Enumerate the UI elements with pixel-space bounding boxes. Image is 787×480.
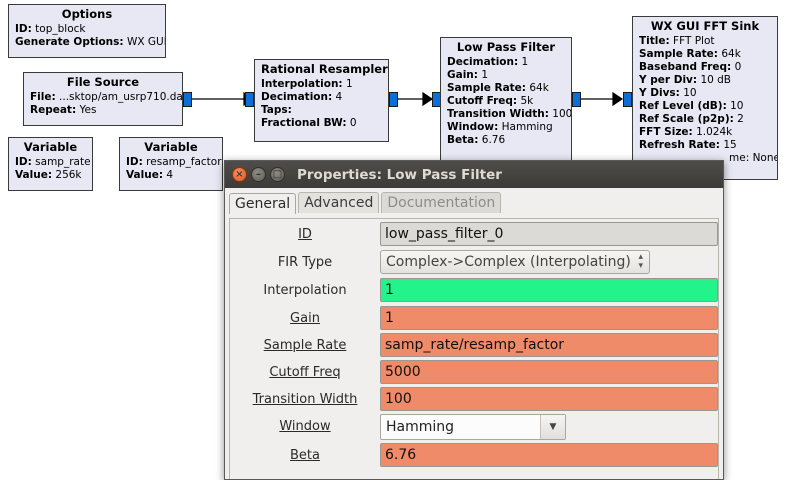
block-param: ID: samp_rate (15, 156, 91, 168)
window-select[interactable]: Hamming ▼ (380, 414, 566, 440)
block-param: Refresh Rate: 15 (639, 139, 737, 151)
block-param: Generate Options: WX GUI (15, 36, 166, 48)
block-param: Decimation: 1 (447, 56, 529, 68)
general-form: ID low_pass_filter_0 FIR Type Complex->C… (229, 218, 719, 479)
field-row-beta: Beta 6.76 (230, 443, 718, 469)
tab-advanced[interactable]: Advanced (298, 192, 380, 213)
tab-bar: General Advanced Documentation (225, 188, 723, 214)
block-param: Ref Scale (p2p): 2 (639, 113, 744, 125)
cutoff-freq-field[interactable]: 5000 (380, 360, 718, 384)
transition-width-field[interactable]: 100 (380, 387, 718, 411)
block-param: Title: FFT Plot (639, 35, 715, 47)
block-param: Value: 256k (15, 169, 82, 181)
block-param: Transition Width: 100 (447, 108, 572, 120)
field-label-cutoff-freq: Cutoff Freq (269, 365, 341, 380)
block-param: Value: 4 (126, 169, 174, 181)
block-param: ID: top_block (15, 23, 86, 35)
file-source-out-port[interactable] (183, 92, 192, 107)
field-label-transition-width: Transition Width (252, 392, 358, 407)
block-param: Window: Hamming (447, 121, 553, 133)
low-pass-filter-block[interactable]: Low Pass Filter Decimation: 1 Gain: 1 Sa… (440, 37, 572, 161)
block-title: File Source (66, 75, 140, 89)
block-param: Taps: (261, 104, 292, 116)
rational-resampler-block[interactable]: Rational Resampler Interpolation: 1 Deci… (254, 59, 389, 142)
id-field[interactable]: low_pass_filter_0 (380, 222, 718, 246)
interpolation-field[interactable]: 1 (380, 278, 718, 302)
block-param: ID: resamp_factor (126, 156, 222, 168)
maximize-icon[interactable]: □ (270, 167, 285, 182)
field-label-beta: Beta (290, 448, 320, 463)
block-param: Fractional BW: 0 (261, 117, 357, 129)
field-row-sample-rate: Sample Rate samp_rate/resamp_factor (230, 333, 718, 359)
field-row-fir-type: FIR Type Complex->Complex (Interpolating… (230, 250, 718, 276)
block-title: Variable (23, 140, 78, 154)
block-param: Sample Rate: 64k (447, 82, 549, 94)
block-param: Beta: 6.76 (447, 134, 506, 146)
block-param: me: None (729, 152, 778, 164)
field-row-cutoff-freq: Cutoff Freq 5000 (230, 360, 718, 386)
lpf-out-port[interactable] (572, 92, 581, 107)
block-param: Baseband Freq: 0 (639, 61, 742, 73)
block-title: Rational Resampler (261, 62, 388, 76)
block-param: Sample Rate: 64k (639, 48, 741, 60)
block-title: Options (61, 7, 113, 21)
field-row-transition-width: Transition Width 100 (230, 387, 718, 413)
field-label-interpolation: Interpolation (263, 283, 347, 298)
dialog-title: Properties: Low Pass Filter (297, 166, 502, 183)
field-label-id: ID (298, 227, 312, 242)
field-label-fir-type: FIR Type (277, 255, 333, 270)
gain-field[interactable]: 1 (380, 306, 718, 330)
resampler-in-port[interactable] (245, 92, 254, 107)
fft-sink-in-port[interactable] (623, 92, 632, 107)
block-param: FFT Size: 1.024k (639, 126, 733, 138)
dialog-titlebar[interactable]: × – □ Properties: Low Pass Filter (225, 161, 723, 188)
block-param: Decimation: 4 (261, 91, 343, 103)
field-label-window: Window (279, 419, 331, 434)
sample-rate-field[interactable]: samp_rate/resamp_factor (380, 333, 718, 357)
minimize-icon[interactable]: – (251, 167, 266, 182)
block-param: Y Divs: 10 (639, 87, 697, 99)
block-param: Repeat: Yes (30, 104, 97, 116)
fft-sink-block[interactable]: WX GUI FFT Sink Title: FFT Plot Sample R… (632, 16, 778, 180)
updown-arrows-icon: ▴▾ (638, 252, 643, 271)
block-param: Ref Level (dB): 10 (639, 100, 744, 112)
close-icon[interactable]: × (232, 167, 247, 182)
chevron-down-icon[interactable]: ▼ (540, 415, 565, 439)
variable-samp-rate-block[interactable]: Variable ID: samp_rate Value: 256k (8, 137, 93, 191)
tab-documentation[interactable]: Documentation (381, 192, 502, 213)
resampler-out-port[interactable] (389, 92, 398, 107)
beta-field[interactable]: 6.76 (380, 443, 718, 467)
file-source-block[interactable]: File Source File: ...sktop/am_usrp710.da… (23, 72, 183, 126)
field-label-sample-rate: Sample Rate (263, 338, 347, 353)
block-param: Interpolation: 1 (261, 78, 353, 90)
properties-dialog[interactable]: × – □ Properties: Low Pass Filter Genera… (224, 160, 724, 480)
field-label-gain: Gain (290, 311, 320, 326)
fir-type-select[interactable]: Complex->Complex (Interpolating) ▴▾ (380, 250, 650, 274)
field-row-window: Window Hamming ▼ (230, 414, 718, 440)
field-row-interpolation: Interpolation 1 (230, 278, 718, 304)
block-param: Y per Div: 10 dB (639, 74, 732, 86)
block-param: Cutoff Freq: 5k (447, 95, 534, 107)
field-row-id: ID low_pass_filter_0 (230, 222, 718, 248)
block-param: Gain: 1 (447, 69, 489, 81)
field-row-gain: Gain 1 (230, 306, 718, 332)
variable-resamp-factor-block[interactable]: Variable ID: resamp_factor Value: 4 (119, 137, 223, 191)
options-block[interactable]: Options ID: top_block Generate Options: … (8, 4, 166, 58)
block-param: File: ...sktop/am_usrp710.dat (30, 91, 183, 103)
block-title: Variable (144, 140, 198, 154)
block-title: WX GUI FFT Sink (650, 19, 760, 33)
block-title: Low Pass Filter (456, 40, 556, 54)
tab-general[interactable]: General (229, 193, 297, 214)
